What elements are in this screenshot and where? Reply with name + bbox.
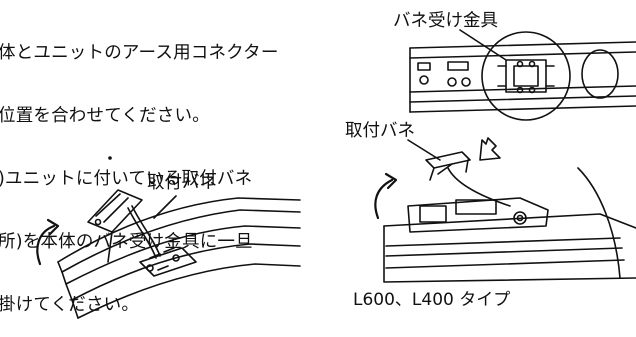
magnifier-circle <box>481 31 571 121</box>
fixture-end <box>57 261 79 319</box>
fixture-rail-bottom <box>71 243 301 301</box>
instruction-line-1: 体とユニットのアース用コネクター <box>0 43 279 63</box>
left-fixture-illustration <box>36 156 301 319</box>
spring-receiver-bracket <box>505 59 547 93</box>
unit-hole <box>94 218 102 226</box>
instruction-line-5: 掛けてください。 <box>0 295 140 315</box>
screw <box>146 264 154 272</box>
unit-plate-detail <box>95 193 129 223</box>
rotation-arrow-head <box>46 218 60 236</box>
leader-line <box>407 139 441 161</box>
unit-plate <box>425 151 471 169</box>
fixture-top-edge <box>383 213 636 229</box>
slot <box>417 62 431 71</box>
hole <box>447 77 457 87</box>
label-spring-receiver: バネ受け金具 <box>393 11 498 31</box>
leader-line <box>459 29 507 61</box>
right-bottom-illustration <box>374 137 636 283</box>
rail-top-1 <box>409 41 636 49</box>
fixture-outline <box>383 225 636 283</box>
mounting-spring-wire <box>447 167 511 207</box>
right-top-illustration <box>409 29 636 121</box>
round-opening <box>581 49 619 99</box>
connector <box>513 211 527 225</box>
installation-diagram <box>36 29 636 319</box>
screw <box>528 86 536 94</box>
fixture-rail-top-inner <box>61 209 301 273</box>
rotation-arrow-head <box>384 172 398 190</box>
screw <box>516 86 524 94</box>
screw <box>172 254 180 262</box>
rail-bottom-2 <box>409 105 636 113</box>
dot <box>108 156 112 160</box>
mounting-spring-wire <box>127 207 157 259</box>
unit-plate-edge <box>107 231 113 263</box>
rail-bottom-1 <box>409 95 636 103</box>
fixture-line <box>385 247 623 257</box>
instruction-text: 体とユニットのアース用コネクター 位置を合わせてください。 )ユニットに付いてい… <box>0 1 279 337</box>
fixture-rail-top <box>57 197 301 263</box>
label-model-type: L600、L400 タイプ <box>353 290 511 310</box>
unit-plate-legs <box>429 159 469 181</box>
push-arrow <box>479 137 501 161</box>
fixture-curve <box>577 167 621 279</box>
label-mounting-spring-left: 取付バネ <box>147 173 217 193</box>
spring-receiver-bracket <box>139 247 197 277</box>
slot <box>447 61 469 71</box>
label-mounting-spring-right: 取付バネ <box>345 121 415 141</box>
screw <box>516 60 524 68</box>
connector-inner <box>516 214 524 222</box>
rotation-arrow <box>374 178 394 220</box>
instruction-line-4: 所)を本体のバネ受け金具に一旦 <box>0 232 253 252</box>
unit-body <box>407 197 549 233</box>
fixture-line <box>385 237 621 247</box>
bracket-tabs <box>497 65 555 87</box>
fixture-rail-mid <box>65 225 301 285</box>
fixture-rail-lower <box>77 263 301 319</box>
mounting-spring-hook <box>437 163 453 175</box>
fixture-line <box>385 259 625 269</box>
bracket-inner <box>513 65 539 87</box>
hole <box>419 75 429 85</box>
mounting-spring-wire <box>131 205 161 257</box>
leader-line <box>153 195 177 219</box>
unit-component <box>419 205 447 223</box>
hole <box>461 77 471 87</box>
instruction-line-3: )ユニットに付いている取付バネ <box>0 169 253 189</box>
unit-plate <box>87 189 143 233</box>
unit-component <box>455 199 497 215</box>
rotation-arrow <box>36 224 56 266</box>
rail-top-2 <box>409 51 636 59</box>
screw <box>528 60 536 68</box>
instruction-line-2: 位置を合わせてください。 <box>0 106 210 126</box>
